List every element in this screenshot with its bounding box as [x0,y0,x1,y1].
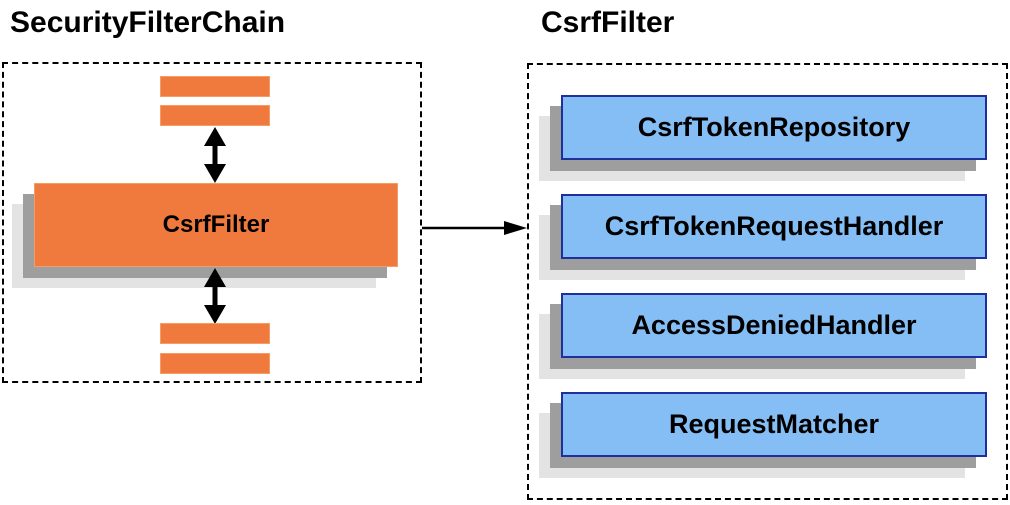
filter-chain-bar-top-1 [160,76,270,97]
csrf-filter-box: CsrfFilter [34,183,398,267]
component-label: CsrfTokenRepository [637,112,911,142]
component-box-request-matcher: RequestMatcher [561,392,987,457]
component-box-access-denied-handler: AccessDeniedHandler [561,293,987,358]
filter-chain-bar-top-2 [160,105,270,126]
left-panel-title: SecurityFilterChain [10,6,286,39]
bidirectional-arrow-top-icon [204,127,226,183]
flow-arrow-icon [422,221,527,235]
component-box-csrf-token-request-handler: CsrfTokenRequestHandler [561,194,987,259]
filter-chain-bar-bottom-2 [160,353,270,374]
component-box-csrf-token-repository: CsrfTokenRepository [561,95,987,160]
component-label: RequestMatcher [668,409,880,439]
csrf-filter-panel [527,63,1008,500]
bidirectional-arrow-bottom-icon [204,268,226,324]
security-filter-chain-panel [2,62,422,383]
right-panel-title: CsrfFilter [541,6,675,39]
component-label: AccessDeniedHandler [631,310,917,340]
component-label: CsrfTokenRequestHandler [604,211,944,241]
filter-chain-bar-bottom-1 [160,323,270,344]
csrf-filter-box-label: CsrfFilter [162,211,270,238]
